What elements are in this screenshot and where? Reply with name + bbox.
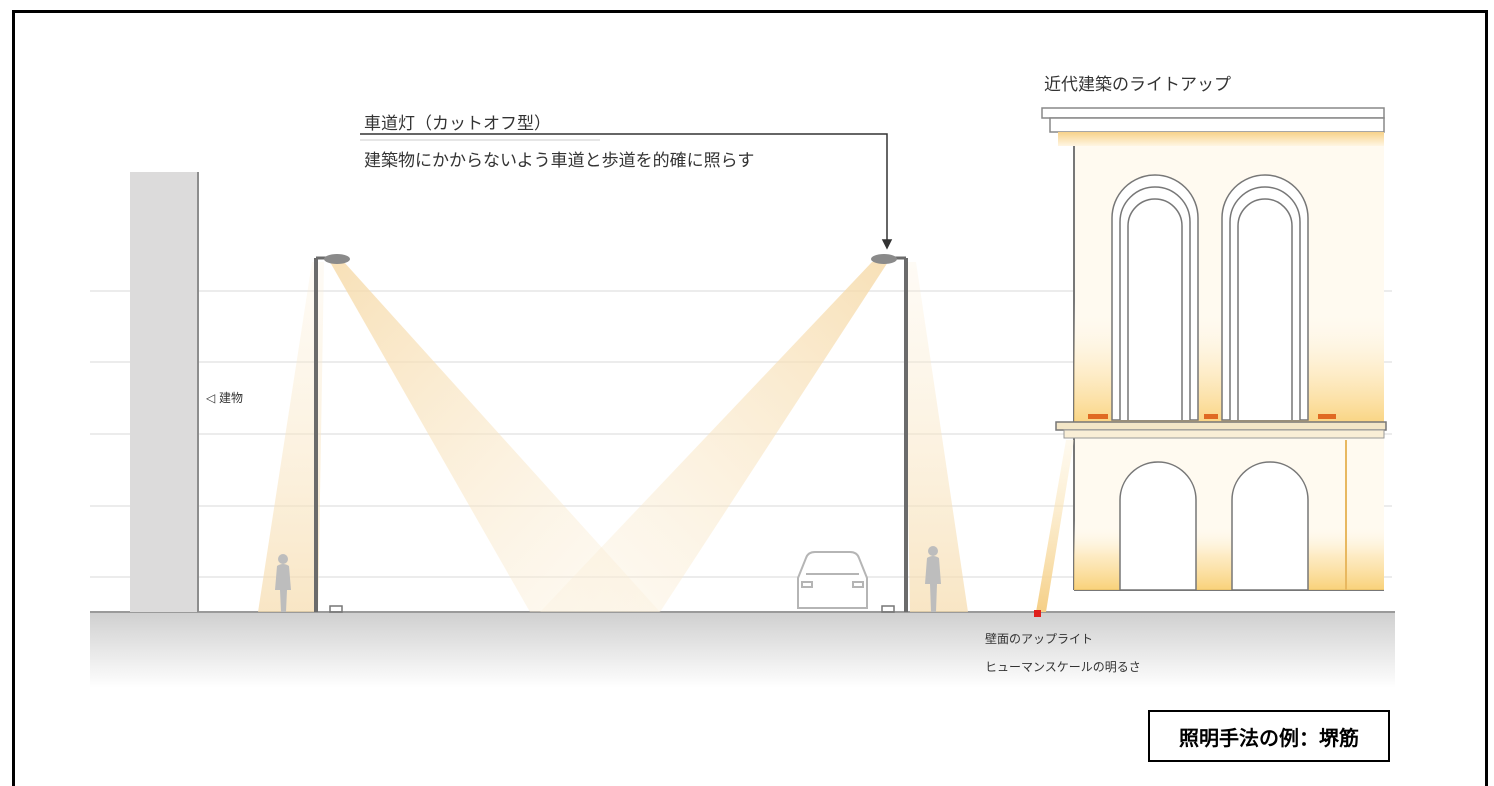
- car: [797, 551, 868, 609]
- pedestrian-left: [275, 554, 291, 612]
- right-light-cone: [540, 262, 888, 612]
- uplight-beam: [1036, 440, 1074, 612]
- title-box: 照明手法の例：堺筋: [1148, 710, 1390, 762]
- left-building: [130, 172, 198, 612]
- right-sidewalk-cone: [904, 262, 968, 612]
- ground: [90, 612, 1395, 688]
- wall-uplight-label: 壁面のアップライト: [985, 632, 1094, 646]
- outer-frame: [12, 10, 1488, 786]
- modern-lightup-label: 近代建築のライトアップ: [1044, 75, 1231, 95]
- left-sidewalk-cone: [258, 262, 324, 612]
- leader-line: [360, 133, 893, 250]
- road-light-title: 車道灯（カットオフ型）: [364, 114, 551, 134]
- left-street-lamp: [314, 254, 350, 613]
- uplight-fixture: [1034, 610, 1041, 617]
- building-label: ◁ 建物: [206, 391, 244, 405]
- human-scale-label: ヒューマンスケールの明るさ: [985, 660, 1141, 674]
- right-street-lamp: [871, 254, 908, 613]
- road-light-description: 建築物にかからないよう車道と歩道を的確に照らす: [364, 151, 755, 171]
- left-light-cone: [330, 262, 660, 612]
- modern-building: [1041, 107, 1387, 591]
- pedestrian-right: [925, 546, 941, 612]
